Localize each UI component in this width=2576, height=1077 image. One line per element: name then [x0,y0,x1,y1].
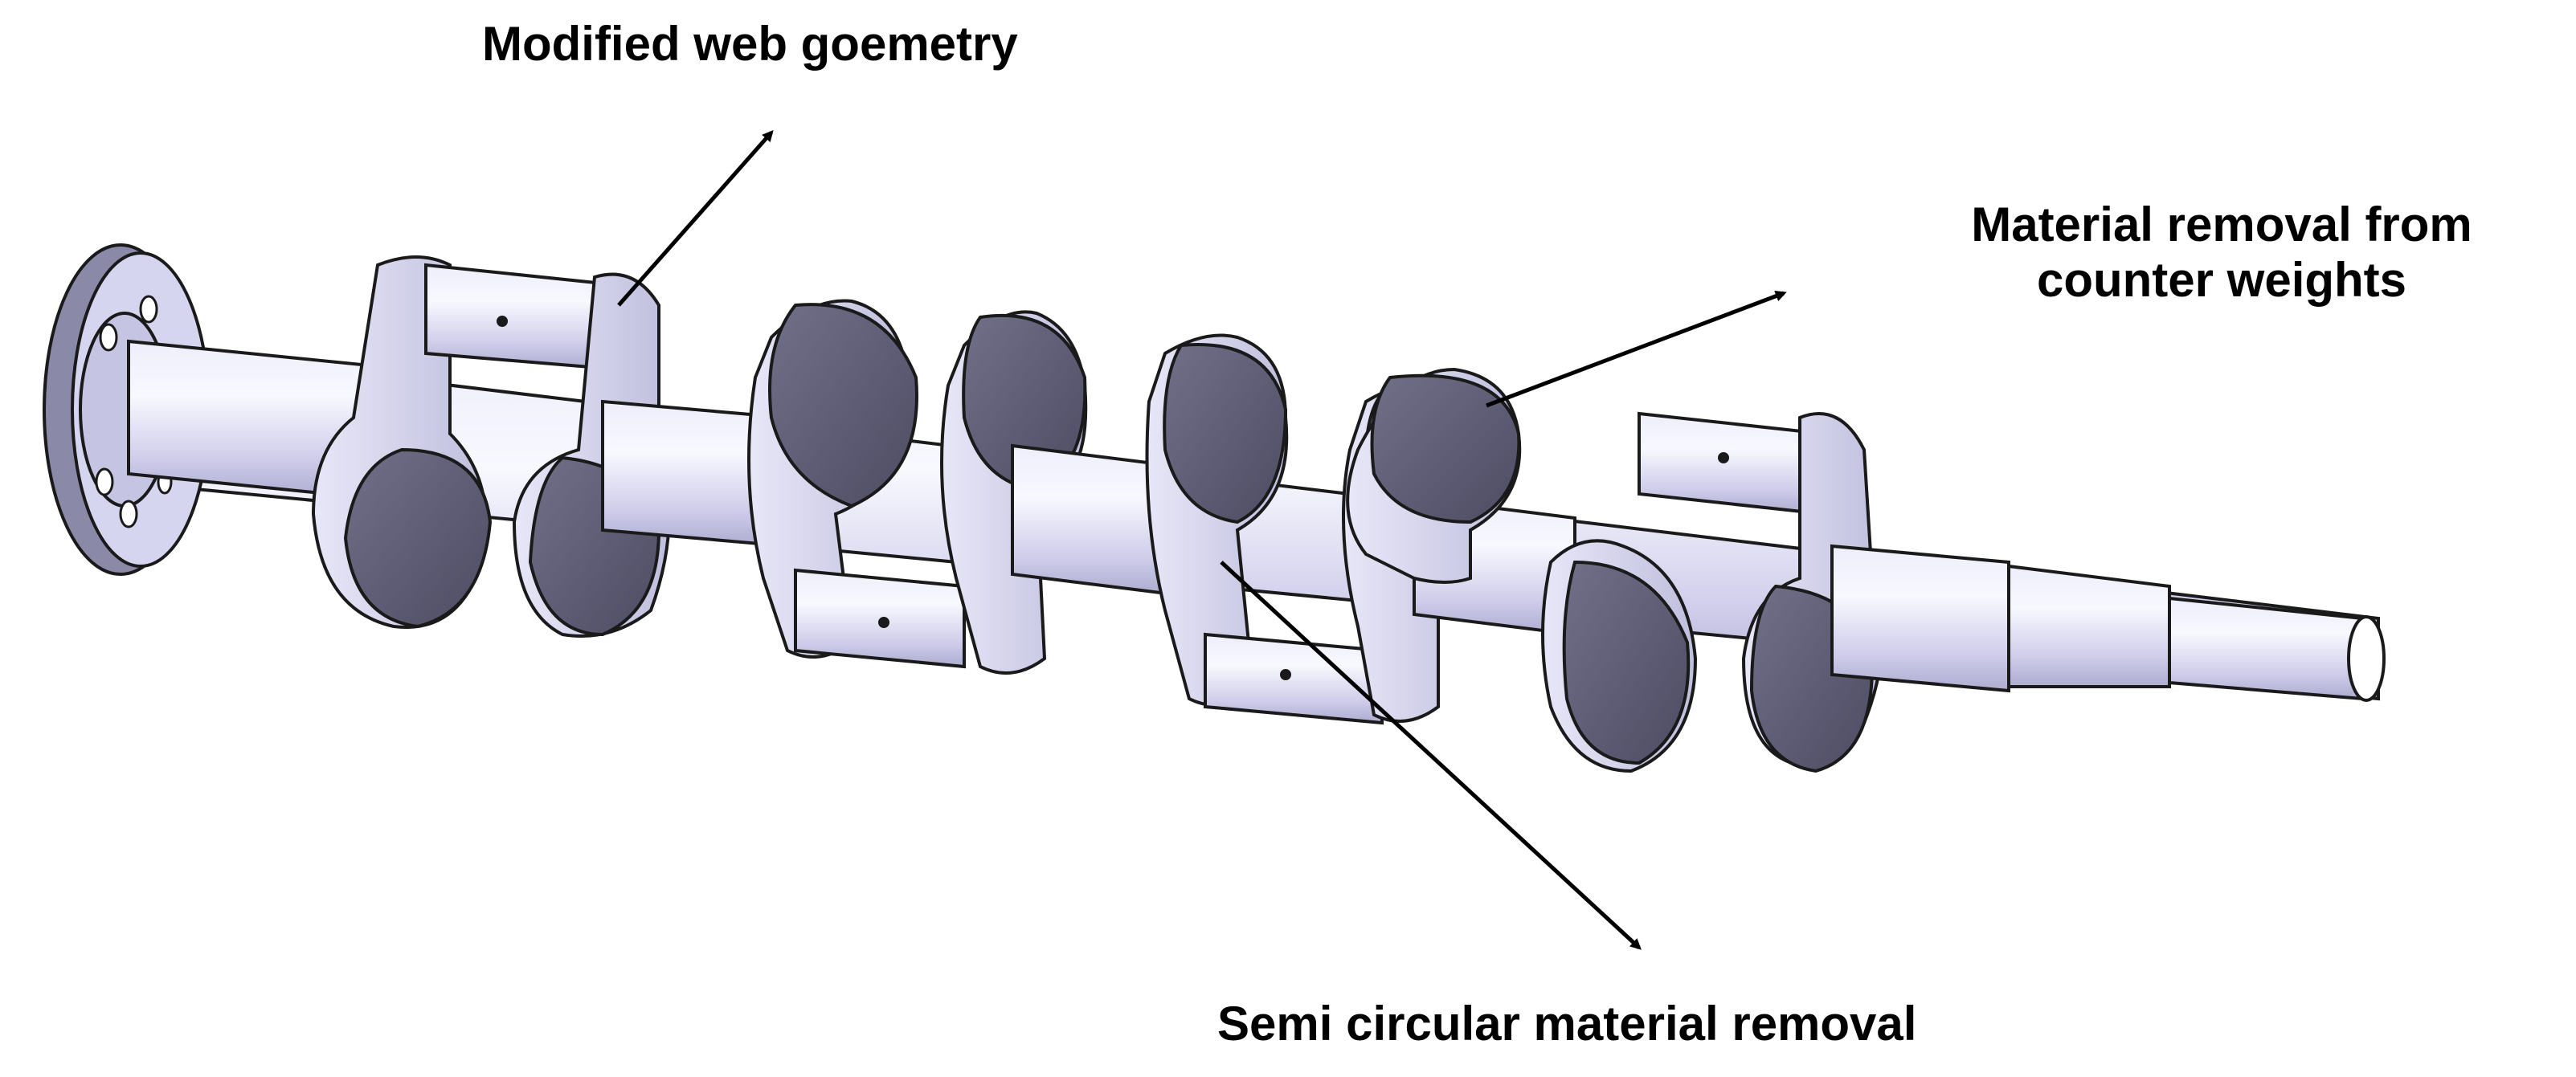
crankpin-2 [794,568,966,669]
callout-semi-circular-removal: Semi circular material removal [1217,997,1917,1050]
callout-counterweight-removal: Material removal from counter weights [1876,197,2567,308]
callout-modified-web-geometry: Modified web goemetry [482,17,1018,71]
callout-counterweight-line2: counter weights [2036,253,2407,307]
crank-web-3 [747,299,918,659]
crankpin-3 [1204,632,1384,725]
crank-web-7 [1346,367,1522,584]
crank-web-5 [1145,333,1289,707]
crankpin-4 [1638,411,1826,516]
rear-main-journal [1830,544,2386,702]
flange-bolt-holes [95,295,173,528]
arrow-counterweight [1486,290,1787,408]
crank-web-2 [512,272,671,638]
arrow-web-geometry [617,130,774,307]
callout-counterweight-line1: Material removal from [1971,198,2472,251]
arrow-semi-circular [1220,561,1642,950]
callout-arrows [617,130,1787,950]
crankpin-1 [424,263,620,372]
crank-web-8 [1541,539,1698,773]
